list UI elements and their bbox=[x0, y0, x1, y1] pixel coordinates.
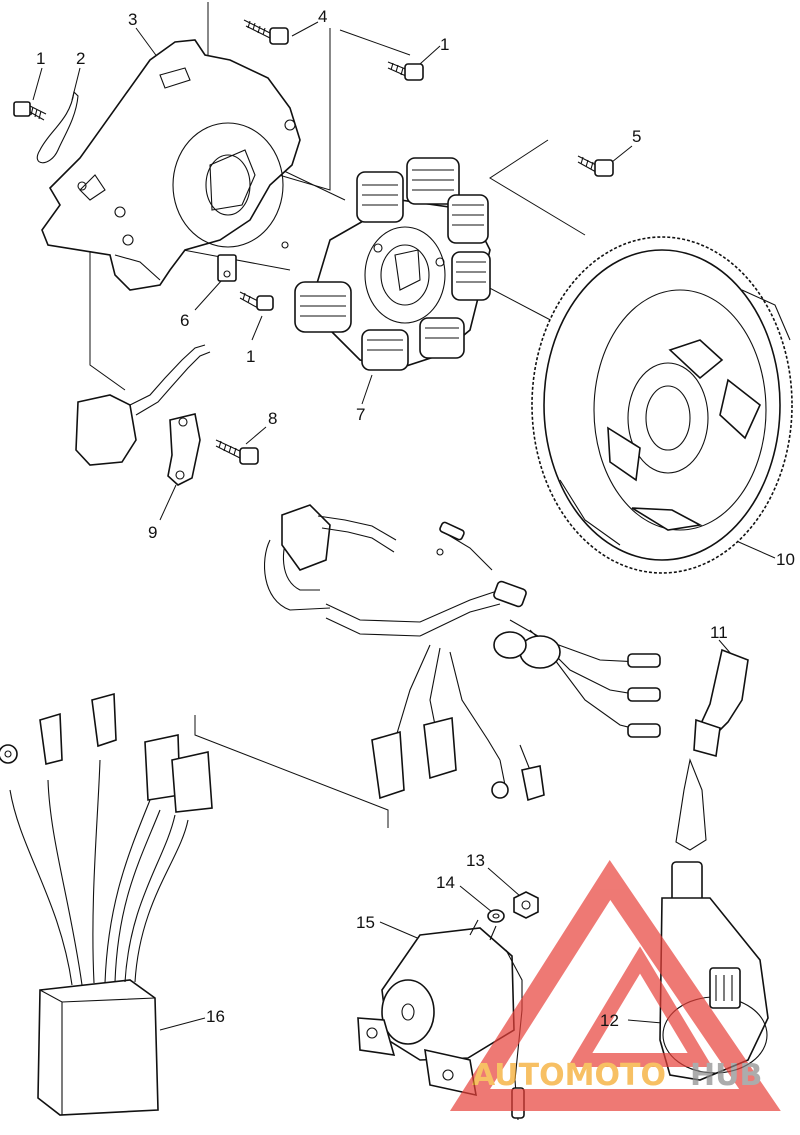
callout-1-middle: 1 bbox=[246, 347, 255, 366]
callout-14: 14 bbox=[436, 873, 455, 892]
callout-1-top: 1 bbox=[440, 35, 449, 54]
callout-7: 7 bbox=[356, 405, 365, 424]
watermark-logo: AUTOMOTO HUB bbox=[449, 860, 781, 1111]
bolt-part-1-left bbox=[13, 101, 47, 121]
stator-coil-part-7 bbox=[294, 157, 491, 371]
bolt-part-1-top bbox=[387, 61, 424, 81]
callout-6: 6 bbox=[180, 311, 189, 330]
leader-lines bbox=[32, 2, 776, 1031]
bolt-part-4 bbox=[243, 19, 289, 45]
clamp-part-9 bbox=[167, 413, 201, 486]
nut-part-13 bbox=[513, 891, 539, 919]
stator-plate-part-3 bbox=[41, 39, 301, 291]
callout-2: 2 bbox=[76, 49, 85, 68]
cdi-module-part-16 bbox=[0, 692, 213, 1116]
callout-13: 13 bbox=[466, 851, 485, 870]
callout-3: 3 bbox=[128, 10, 137, 29]
callout-15: 15 bbox=[356, 913, 375, 932]
callout-labels: 1 2 3 4 1 5 6 1 7 8 9 10 11 13 14 15 12 … bbox=[36, 7, 795, 1030]
callout-10: 10 bbox=[776, 550, 795, 569]
callout-1-left: 1 bbox=[36, 49, 45, 68]
lock-tab-part-6 bbox=[217, 254, 237, 282]
callout-16: 16 bbox=[206, 1007, 225, 1026]
wiring-harness bbox=[264, 504, 661, 802]
watermark-inner-triangle bbox=[567, 946, 713, 1067]
flywheel-part-10 bbox=[531, 236, 793, 574]
callout-5: 5 bbox=[632, 127, 641, 146]
pulse-coil bbox=[75, 344, 211, 466]
washer-part-14 bbox=[487, 909, 505, 923]
solenoid-part-15 bbox=[357, 919, 525, 1121]
callout-11: 11 bbox=[710, 623, 728, 642]
watermark-text-prefix: AUTOMOTO bbox=[472, 1058, 666, 1093]
callout-8: 8 bbox=[268, 409, 277, 428]
bolt-part-5 bbox=[577, 155, 614, 177]
bolt-part-1-middle bbox=[239, 291, 274, 311]
wire-clip-part-2 bbox=[36, 90, 79, 164]
callout-9: 9 bbox=[148, 523, 157, 542]
callout-4: 4 bbox=[318, 7, 327, 26]
watermark-text-suffix: HUB bbox=[690, 1058, 762, 1093]
callout-12: 12 bbox=[600, 1011, 619, 1030]
watermark-triangle bbox=[449, 860, 781, 1111]
spark-plug-cap-part-11 bbox=[675, 648, 749, 851]
bolt-part-8 bbox=[215, 439, 259, 465]
